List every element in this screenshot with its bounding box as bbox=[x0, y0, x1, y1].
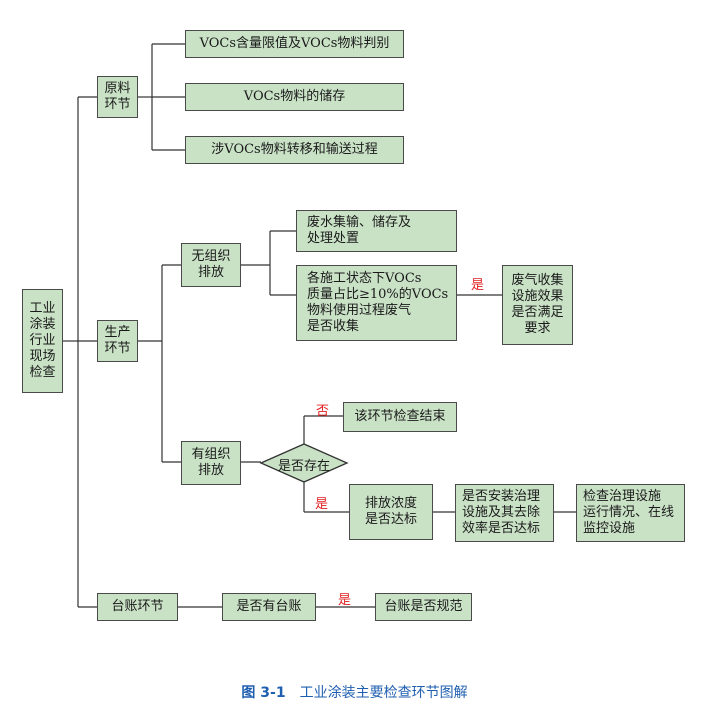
figure-caption: 图 3-1 工业涂装主要检查环节图解 bbox=[0, 682, 709, 702]
diamond-label: 是否存在 bbox=[277, 459, 330, 474]
yes-label-2: 是 bbox=[315, 497, 329, 512]
ledger-check: 台账是否规范 bbox=[375, 593, 472, 621]
production-node: 生产 环节 bbox=[97, 320, 138, 362]
figure-number: 图 3-1 bbox=[241, 685, 286, 701]
concentration-check: 排放浓度 是否达标 bbox=[349, 484, 433, 540]
waste-gas-item: 各施工状态下VOCs 质量占比≥10%的VOCs 物料使用过程废气 是否收集 bbox=[296, 265, 457, 341]
organized-node: 有组织 排放 bbox=[181, 441, 241, 485]
yes-label-1: 是 bbox=[471, 278, 485, 293]
yes-label-3: 是 bbox=[338, 593, 352, 608]
root-label: 工业 涂装 行业 现场 检查 bbox=[29, 301, 56, 380]
root-node: 工业 涂装 行业 现场 检查 bbox=[22, 289, 63, 393]
facility-check: 是否安装治理 设施及其去除 效率是否达标 bbox=[455, 484, 554, 542]
raw-item-1: VOCs含量限值及VOCs物料判别 bbox=[185, 30, 404, 58]
ledger-question: 是否有台账 bbox=[222, 593, 316, 621]
raw-node: 原料 环节 bbox=[97, 76, 138, 118]
unorganized-node: 无组织 排放 bbox=[181, 243, 241, 287]
wastewater-item: 废水集输、储存及 处理处置 bbox=[296, 210, 457, 252]
monitoring-check: 检查治理设施 运行情况、在线 监控设施 bbox=[576, 484, 685, 542]
raw-item-2: VOCs物料的储存 bbox=[185, 83, 404, 111]
collection-result: 废气收集 设施效果 是否满足 要求 bbox=[502, 265, 573, 345]
check-end: 该环节检查结束 bbox=[343, 402, 457, 432]
raw-label: 原料 环节 bbox=[104, 81, 131, 112]
production-label: 生产 环节 bbox=[104, 325, 131, 356]
raw-item-3: 涉VOCs物料转移和输送过程 bbox=[185, 136, 404, 164]
no-label: 否 bbox=[316, 404, 330, 419]
ledger-node: 台账环节 bbox=[97, 593, 178, 621]
decision-diamond bbox=[259, 443, 349, 483]
figure-title: 工业涂装主要检查环节图解 bbox=[299, 685, 468, 701]
